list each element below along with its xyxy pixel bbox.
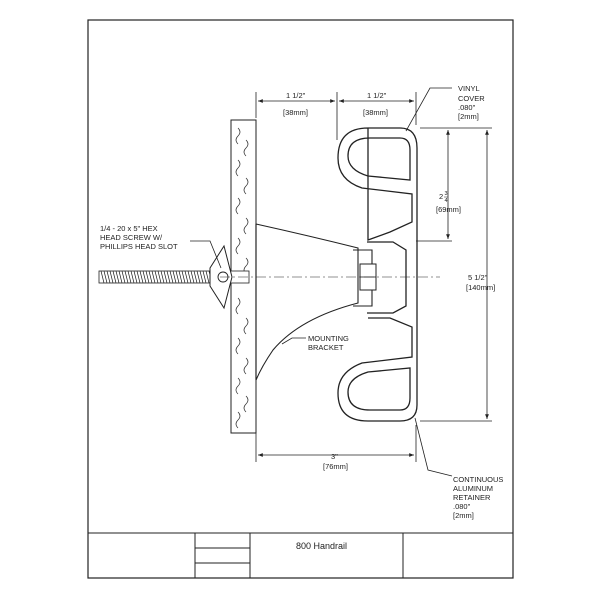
callout-line: ALUMINUM [453, 484, 493, 493]
dim-top-right: 1 1/2" [367, 91, 387, 100]
screw-thread [181, 270, 186, 284]
callout-screw: 1/4 - 20 x 5" HEX HEAD SCREW W/ PHILLIPS… [100, 224, 178, 251]
dim-top-left-metric: [38mm] [283, 108, 308, 117]
dim-height-total: 5 1/2" [468, 273, 488, 282]
screw-thread [205, 270, 210, 284]
screw-thread [202, 270, 207, 284]
screw-thread [139, 270, 144, 284]
screw-thread [154, 270, 159, 284]
callout-line: [2mm] [458, 112, 479, 121]
callout-line: HEAD SCREW W/ [100, 233, 163, 242]
screw-thread [115, 270, 120, 284]
dim-height-inner-num: 3 [445, 191, 448, 197]
callout-vinyl-cover: VINYL COVER .080" [2mm] [458, 84, 485, 121]
screw-thread [151, 270, 156, 284]
screw-thread [106, 270, 111, 284]
dim-depth: 3" [331, 452, 338, 461]
dim-top-right-metric: [38mm] [363, 108, 388, 117]
screw-thread [112, 270, 117, 284]
screw-thread [133, 270, 138, 284]
screw-thread [127, 270, 132, 284]
screw-thread [193, 270, 198, 284]
screw-thread [136, 270, 141, 284]
screw-thread [124, 270, 129, 284]
screw-thread [142, 270, 147, 284]
callout-line: .080" [453, 502, 471, 511]
screw-thread [118, 270, 123, 284]
callout-bracket: MOUNTING BRACKET [308, 334, 349, 352]
leader-lines [190, 87, 453, 477]
screw-thread [160, 270, 165, 284]
callout-line: [2mm] [453, 511, 474, 520]
screw-thread [121, 270, 126, 284]
callout-line: 1/4 - 20 x 5" HEX [100, 224, 158, 233]
screw-thread [130, 270, 135, 284]
title-block [88, 532, 513, 578]
screw-thread [169, 270, 174, 284]
callout-line: COVER [458, 94, 485, 103]
screw-thread [196, 270, 201, 284]
callout-line: CONTINUOUS [453, 475, 503, 484]
mounting-bracket [255, 223, 373, 381]
callout-line: VINYL [458, 84, 480, 93]
callout-line: MOUNTING [308, 334, 349, 343]
callout-line: .080" [458, 103, 476, 112]
screw-thread [145, 270, 150, 284]
callout-line: PHILLIPS HEAD SLOT [100, 242, 178, 251]
dim-height-inner-metric: [69mm] [436, 205, 461, 214]
screw-thread [166, 270, 171, 284]
drawing-title: 800 Handrail [296, 541, 347, 551]
sheet-border [87, 19, 514, 579]
screw-thread [190, 270, 195, 284]
dimension-labels: 1 1/2" [38mm] 1 1/2" [38mm] 2 3 4 [69mm]… [283, 91, 495, 471]
screw-thread [175, 270, 180, 284]
screw-thread [172, 270, 177, 284]
dim-height-total-metric: [140mm] [466, 283, 495, 292]
callout-line: RETAINER [453, 493, 491, 502]
screw-thread [187, 270, 192, 284]
screw-thread [199, 270, 204, 284]
screw-thread [157, 270, 162, 284]
dim-height-inner-whole: 2 [439, 192, 443, 201]
screw-thread [103, 270, 108, 284]
screw-thread [100, 270, 105, 284]
screw-thread [148, 270, 153, 284]
dim-depth-metric: [76mm] [323, 462, 348, 471]
callout-retainer: CONTINUOUS ALUMINUM RETAINER .080" [2mm] [453, 475, 503, 520]
screw-thread [163, 270, 168, 284]
callout-line: BRACKET [308, 343, 344, 352]
handrail-profile [337, 127, 418, 422]
dim-height-inner-den: 4 [445, 198, 448, 204]
screw-thread [184, 270, 189, 284]
screw-thread [109, 270, 114, 284]
screw-thread [178, 270, 183, 284]
dim-top-left: 1 1/2" [286, 91, 306, 100]
wall-hatching [235, 127, 249, 429]
dimension-lines [255, 92, 492, 462]
